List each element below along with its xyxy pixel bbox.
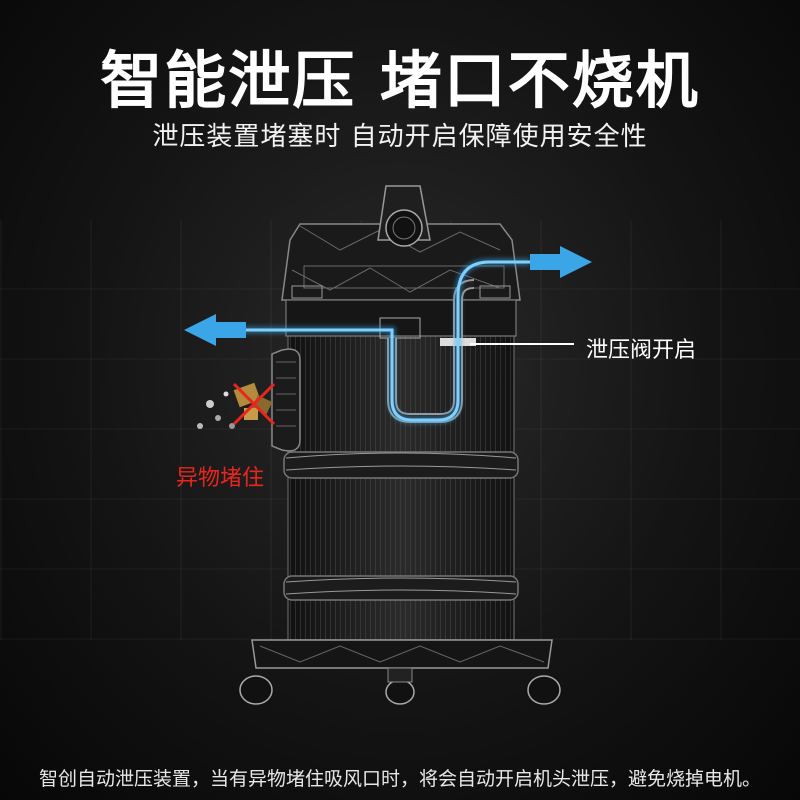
footer-description: 智创自动泄压装置，当有异物堵住吸风口时，将会自动开启机头泄压，避免烧掉电机。: [38, 768, 761, 790]
foreign-object-label: 异物堵住: [176, 466, 265, 491]
page-title: 智能泄压 堵口不烧机: [100, 44, 700, 117]
page-subtitle: 泄压装置堵塞时 自动开启保障使用安全性: [152, 122, 648, 152]
airflow-path: [184, 246, 592, 424]
caster-base: [239, 639, 561, 705]
exhaust-arrow-icon: [530, 246, 592, 278]
vacuum-tank: [283, 299, 519, 641]
suction-inlet: [271, 348, 301, 452]
cross-mark-icon: [232, 382, 276, 426]
intake-arrow-icon: [184, 314, 246, 346]
valve-open-label: 泄压阀开启: [586, 338, 697, 363]
